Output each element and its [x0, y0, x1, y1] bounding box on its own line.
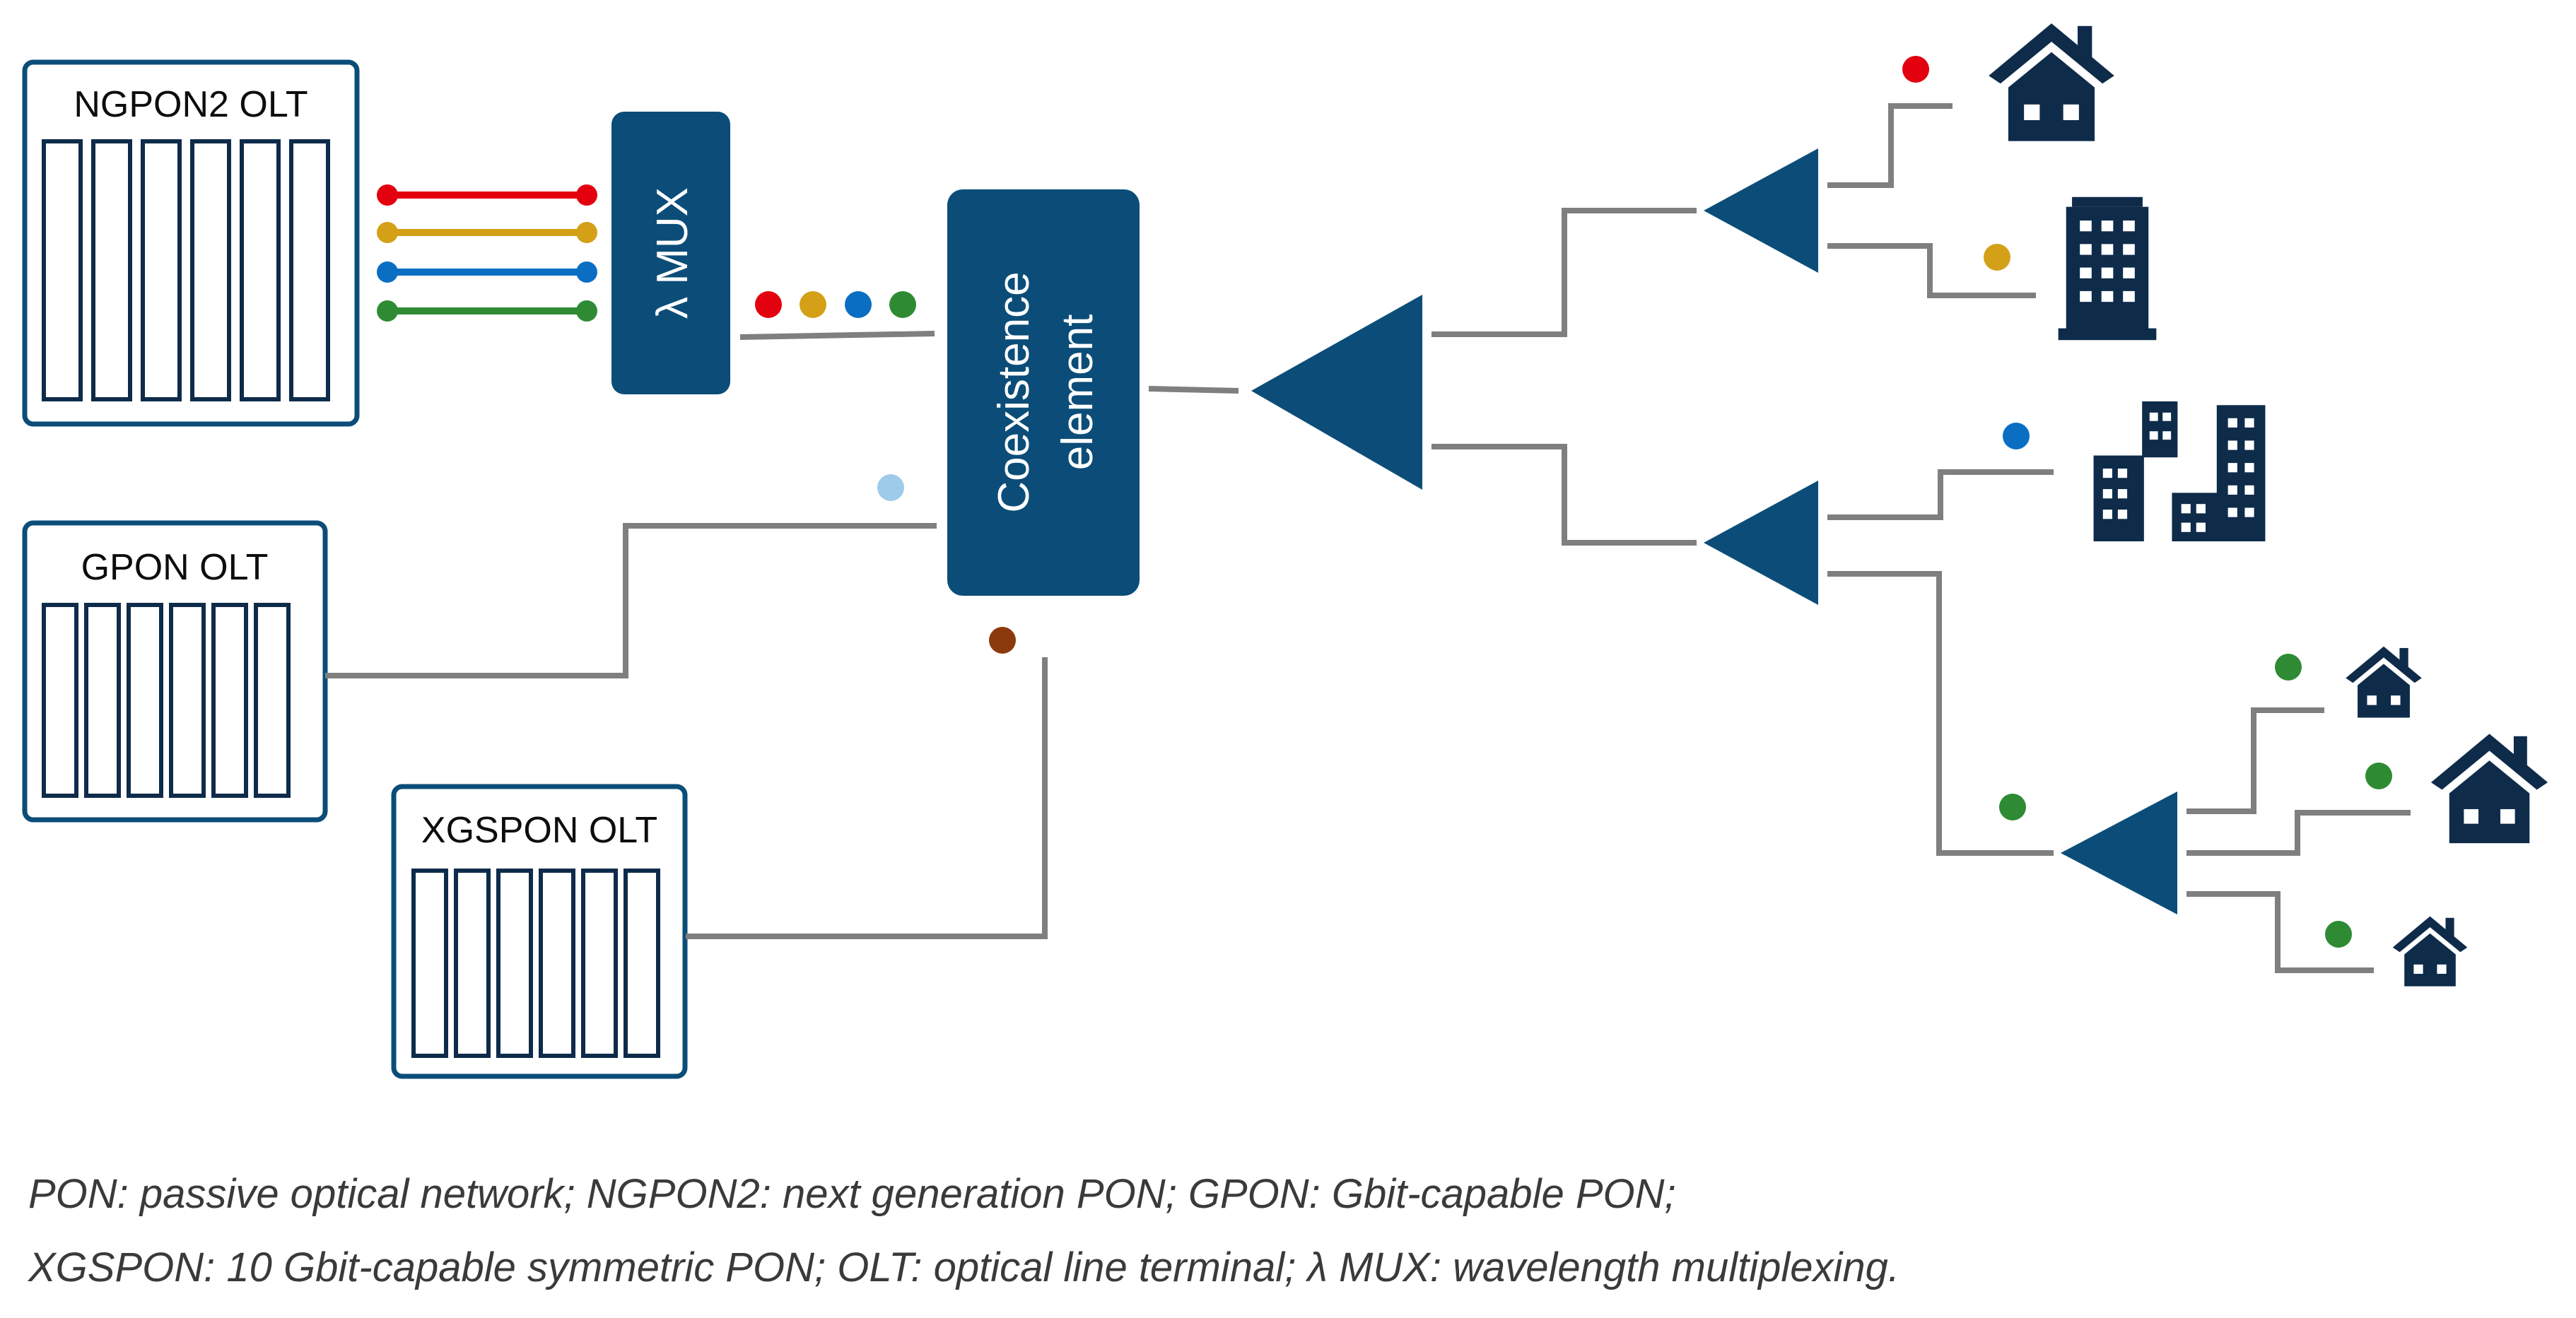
city-buildings-icon	[2093, 401, 2266, 541]
olt-slot	[454, 869, 491, 1058]
splitter-middle	[1704, 481, 1818, 605]
ngpon2-olt-slots	[42, 139, 330, 401]
olt-slot	[141, 139, 182, 401]
olt-slot	[411, 869, 448, 1058]
fiber-splitter4-to-house3	[2186, 810, 2411, 856]
gpon-olt-label: GPON OLT	[81, 547, 269, 588]
fiber-splitter2-to-house1	[1827, 103, 1953, 188]
wavelength-dot-green	[889, 291, 916, 318]
endpoint-dot-splitter-lower	[1999, 794, 2026, 820]
ngpon2-olt: NGPON2 OLT	[22, 59, 360, 427]
fiber-mux-to-coexistence	[739, 331, 935, 340]
wavelength-dots	[755, 56, 2392, 948]
splitter-main	[1251, 295, 1422, 490]
caption-line-1: PON: passive optical network; NGPON2: ne…	[28, 1171, 1676, 1217]
wavelength-link-end-green	[377, 300, 398, 322]
fiber-splitter1-to-splitter2	[1432, 208, 1697, 337]
olt-slot	[254, 603, 291, 798]
xgspon-olt: XGSPON OLT	[391, 784, 688, 1079]
office-building-icon	[2058, 196, 2157, 341]
olt-slot	[190, 139, 231, 401]
fiber-splitter3-to-city	[1827, 469, 2054, 520]
xgspon-olt-slots	[411, 869, 660, 1058]
wavelength-link-end-blue	[576, 261, 597, 283]
gpon-olt-slots	[42, 603, 291, 798]
fiber-splitter2-to-office	[1827, 243, 2036, 298]
wavelength-dot-red	[755, 291, 782, 318]
ngpon2-olt-label: NGPON2 OLT	[74, 84, 308, 125]
coexistence-label-line2: element	[1053, 314, 1102, 471]
lambda-mux-label: λ MUX	[648, 187, 697, 319]
coexistence-element: Coexistence element	[947, 189, 1140, 596]
house-icon	[1989, 23, 2114, 141]
wavelength-link-end-green	[576, 300, 597, 322]
olt-slot	[581, 869, 618, 1058]
olt-slot	[91, 139, 132, 401]
olt-slot	[623, 869, 660, 1058]
house-icon	[2430, 734, 2548, 844]
house-icon	[2392, 916, 2468, 987]
wavelength-link-end-blue	[377, 261, 398, 283]
endpoint-dot-office	[1984, 244, 2010, 271]
pon-coexistence-diagram: NGPON2 OLT GPON OLT XGSPON OLT λ MUX Coe…	[22, 23, 2548, 1079]
olt-slot	[169, 603, 206, 798]
wavelength-link-end-gold	[576, 222, 597, 243]
olt-slot	[211, 603, 248, 798]
xgspon-wavelength-dot	[989, 627, 1016, 654]
fiber-coexistence-to-splitter1	[1148, 386, 1239, 394]
fiber-splitter4-to-house4	[2186, 891, 2374, 973]
olt-slot	[84, 603, 121, 798]
wavelength-dot-gold	[800, 291, 826, 318]
wavelength-link-end-red	[377, 184, 398, 206]
fiber-splitter4-to-house2	[2186, 707, 2324, 814]
olt-slot	[289, 139, 330, 401]
coexistence-label-line1: Coexistence	[990, 271, 1038, 512]
splitter-lower	[2061, 792, 2177, 914]
wavelength-dot-blue	[845, 291, 872, 318]
gpon-wavelength-dot	[877, 474, 904, 501]
splitters	[1251, 148, 2177, 914]
endpoints	[1989, 23, 2548, 987]
endpoint-dot-house2	[2275, 654, 2302, 681]
lambda-mux: λ MUX	[611, 112, 730, 394]
ngpon2-wavelength-links	[377, 184, 597, 322]
olt-slot	[539, 869, 575, 1058]
caption-line-2: XGSPON: 10 Gbit-capable symmetric PON; O…	[28, 1245, 1900, 1290]
olt-slot	[496, 869, 533, 1058]
wavelength-link-end-gold	[377, 222, 398, 243]
house-icon	[2346, 646, 2422, 718]
fiber-splitter3-to-splitter4	[1827, 571, 2054, 856]
xgspon-olt-label: XGSPON OLT	[421, 810, 657, 851]
fiber-lines	[325, 103, 2411, 973]
splitter-upper	[1704, 148, 1818, 273]
olt-slot	[127, 603, 163, 798]
olt-slot	[42, 603, 78, 798]
endpoint-dot-house4	[2325, 921, 2352, 948]
fiber-xgspon-to-coexistence	[686, 657, 1048, 939]
endpoint-dot-house3	[2365, 763, 2392, 789]
endpoint-dot-house1	[1902, 56, 1929, 83]
endpoint-dot-city	[2003, 423, 2030, 449]
olt-slot	[240, 139, 281, 401]
fiber-gpon-to-coexistence	[325, 523, 937, 678]
gpon-olt: GPON OLT	[22, 520, 328, 823]
fiber-splitter1-to-splitter3	[1432, 444, 1697, 546]
olt-slot	[42, 139, 83, 401]
wavelength-link-end-red	[576, 184, 597, 206]
